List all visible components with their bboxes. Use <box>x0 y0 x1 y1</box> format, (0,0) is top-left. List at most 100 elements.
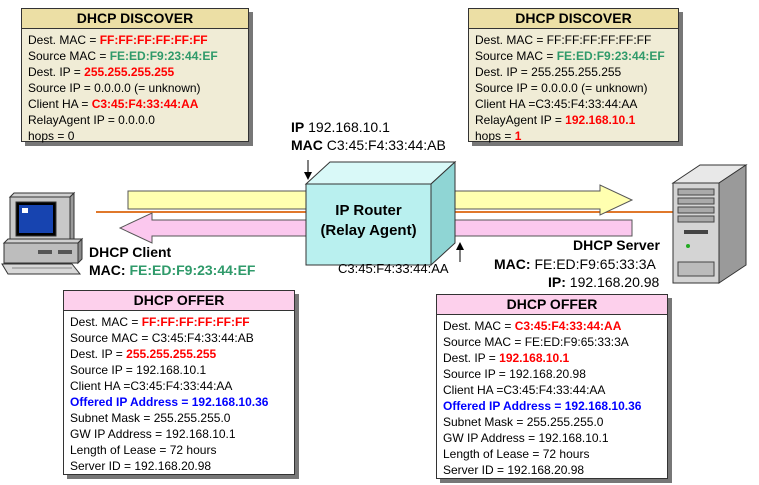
field-label: Offered IP Address = <box>70 395 192 409</box>
discover-box-right: DHCP DISCOVER Dest. MAC = FF:FF:FF:FF:FF… <box>468 8 679 144</box>
server-mac: MAC: FE:ED:F9:65:33:3A <box>494 256 656 273</box>
client-mac-value: FE:ED:F9:23:44:EF <box>129 262 256 278</box>
field-line: Client HA =C3:45:F4:33:44:AA <box>70 378 294 394</box>
field-label: hops = <box>475 129 515 143</box>
field-line: Dest. IP = 255.255.255.255 <box>28 64 248 80</box>
field-value: 192.168.10.1 <box>565 113 636 127</box>
field-value: C3:45:F4:33:44:AA <box>514 319 622 333</box>
server-ip: IP: 192.168.20.98 <box>548 274 659 291</box>
field-label: Dest. IP = <box>70 347 127 361</box>
router-ip-value: 192.168.10.1 <box>308 119 390 135</box>
field-value: 192.168.10.36 <box>191 395 269 409</box>
router-name: IP Router (Relay Agent) <box>306 201 431 241</box>
field-line: Source MAC = FE:ED:F9:23:44:EF <box>28 48 248 64</box>
field-line: Client HA = C3:45:F4:33:44:AA <box>28 96 248 112</box>
router-name-line2: (Relay Agent) <box>320 222 417 239</box>
router-icon <box>304 160 457 267</box>
field-line: Source IP = 192.168.10.1 <box>70 362 294 378</box>
field-line: Client HA =C3:45:F4:33:44:AA <box>475 96 678 112</box>
field-line: GW IP Address = 192.168.10.1 <box>443 430 667 446</box>
discover-box-left: DHCP DISCOVER Dest. MAC = FF:FF:FF:FF:FF… <box>21 8 249 144</box>
field-label: GW IP Address = 192.168.10.1 <box>443 431 609 445</box>
field-line: Source IP = 0.0.0.0 (= unknown) <box>28 80 248 96</box>
field-label: RelayAgent IP = <box>475 113 566 127</box>
field-line: Dest. IP = 192.168.10.1 <box>443 350 667 366</box>
field-label: Dest. IP = <box>28 65 85 79</box>
field-label: Client HA =C3:45:F4:33:44:AA <box>443 383 606 397</box>
field-value: FF:FF:FF:FF:FF:FF <box>141 315 250 329</box>
server-tower-icon <box>671 164 748 284</box>
field-label: Offered IP Address = <box>443 399 565 413</box>
router-mac-label: MAC <box>291 137 323 153</box>
field-line: Source MAC = C3:45:F4:33:44:AB <box>70 330 294 346</box>
offer-box-right: DHCP OFFER Dest. MAC = C3:45:F4:33:44:AA… <box>436 294 668 479</box>
discover-box-right-lines: Dest. MAC = FF:FF:FF:FF:FF:FF Source MAC … <box>469 29 678 144</box>
field-value: FF:FF:FF:FF:FF:FF <box>99 33 208 47</box>
server-title: DHCP Server <box>573 237 660 253</box>
server-ip-value: 192.168.20.98 <box>569 274 660 290</box>
field-label: Dest. MAC = <box>28 33 100 47</box>
router-mac: MAC C3:45:F4:33:44:AB <box>291 137 446 154</box>
field-label: Dest. IP = 255.255.255.255 <box>475 65 622 79</box>
field-line: Offered IP Address = 192.168.10.36 <box>70 394 294 410</box>
field-line: Subnet Mask = 255.255.255.0 <box>70 410 294 426</box>
field-value: 1 <box>514 129 522 143</box>
field-value: FE:ED:F9:23:44:EF <box>556 49 665 63</box>
client-mac-label: MAC: <box>89 262 126 278</box>
field-value: 192.168.10.36 <box>564 399 642 413</box>
router-name-line1: IP Router <box>335 202 402 219</box>
field-line: Server ID = 192.168.20.98 <box>443 462 667 478</box>
router-other-mac: C3:45:F4:33:44:AA <box>338 261 449 276</box>
client-mac: MAC: FE:ED:F9:23:44:EF <box>89 262 255 279</box>
field-line: Offered IP Address = 192.168.10.36 <box>443 398 667 414</box>
field-label: Dest. MAC = <box>443 319 515 333</box>
field-label: Subnet Mask = 255.255.255.0 <box>70 411 231 425</box>
server-mac-value: FE:ED:F9:65:33:3A <box>534 256 656 272</box>
field-line: Dest. MAC = FF:FF:FF:FF:FF:FF <box>475 32 678 48</box>
router-ip-pointer-icon <box>304 160 312 180</box>
field-label: Source IP = 0.0.0.0 (= unknown) <box>28 81 201 95</box>
field-label: Length of Lease = 72 hours <box>443 447 590 461</box>
field-label: Subnet Mask = 255.255.255.0 <box>443 415 604 429</box>
field-line: hops = 0 <box>28 128 248 144</box>
server-mac-label: MAC: <box>494 256 531 272</box>
field-label: Dest. MAC = FF:FF:FF:FF:FF:FF <box>475 33 652 47</box>
field-line: Dest. IP = 255.255.255.255 <box>475 64 678 80</box>
field-label: Source MAC = <box>475 49 557 63</box>
field-line: Dest. MAC = FF:FF:FF:FF:FF:FF <box>70 314 294 330</box>
offer-box-left: DHCP OFFER Dest. MAC = FF:FF:FF:FF:FF:FF… <box>63 290 295 475</box>
field-line: Source MAC = FE:ED:F9:65:33:3A <box>443 334 667 350</box>
field-label: RelayAgent IP = 0.0.0.0 <box>28 113 155 127</box>
client-computer-icon <box>1 191 84 275</box>
field-line: Dest. MAC = FF:FF:FF:FF:FF:FF <box>28 32 248 48</box>
field-value: 192.168.10.1 <box>499 351 570 365</box>
router-ip: IP 192.168.10.1 <box>291 119 390 136</box>
field-label: Source IP = 192.168.10.1 <box>70 363 207 377</box>
discover-box-left-title: DHCP DISCOVER <box>22 9 248 29</box>
field-line: Dest. IP = 255.255.255.255 <box>70 346 294 362</box>
field-label: Source MAC = <box>28 49 110 63</box>
field-line: Source IP = 192.168.20.98 <box>443 366 667 382</box>
field-label: Client HA = <box>28 97 92 111</box>
offer-box-right-title: DHCP OFFER <box>437 295 667 315</box>
field-value: 255.255.255.255 <box>126 347 217 361</box>
field-line: Server ID = 192.168.20.98 <box>70 458 294 474</box>
field-line: Subnet Mask = 255.255.255.0 <box>443 414 667 430</box>
field-label: Client HA =C3:45:F4:33:44:AA <box>475 97 638 111</box>
field-line: Client HA =C3:45:F4:33:44:AA <box>443 382 667 398</box>
field-label: Server ID = 192.168.20.98 <box>443 463 585 477</box>
router-mac-pointer-icon <box>456 242 464 262</box>
field-label: Dest. IP = <box>443 351 500 365</box>
offer-box-left-title: DHCP OFFER <box>64 291 294 311</box>
field-label: Source IP = 0.0.0.0 (= unknown) <box>475 81 648 95</box>
field-line: RelayAgent IP = 192.168.10.1 <box>475 112 678 128</box>
field-line: Dest. MAC = C3:45:F4:33:44:AA <box>443 318 667 334</box>
server-ip-label: IP: <box>548 274 566 290</box>
field-label: Server ID = 192.168.20.98 <box>70 459 212 473</box>
field-line: GW IP Address = 192.168.10.1 <box>70 426 294 442</box>
field-label: Client HA =C3:45:F4:33:44:AA <box>70 379 233 393</box>
